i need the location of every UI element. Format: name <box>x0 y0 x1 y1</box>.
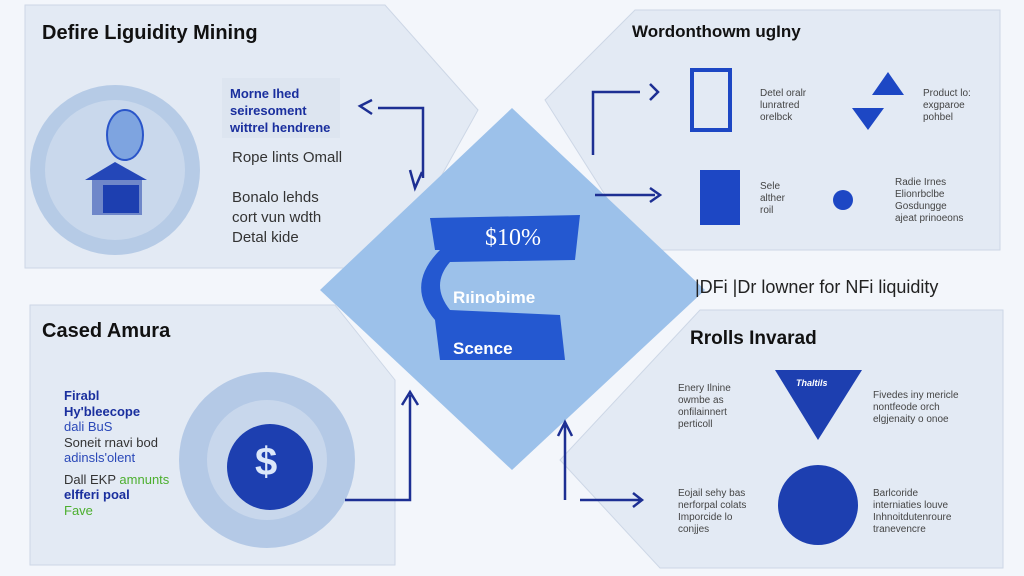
cloud-icon <box>106 109 144 161</box>
list-line: Dall EKP <box>64 471 116 487</box>
text-line: Enery Ilnine <box>678 383 731 394</box>
panel-bottom-right-bg <box>559 309 1004 569</box>
text-line: tranevencre <box>873 524 926 535</box>
text-line: cort vun wdth <box>232 209 322 226</box>
panel-title-liquidity-mining: Defire Liguidity Mining <box>42 22 258 44</box>
list-line: Soneit rnavi bod <box>64 434 158 450</box>
text-line: Inhnoitdutenroure <box>873 512 952 523</box>
vault-icon <box>700 170 740 225</box>
text-line: owmbe as <box>678 395 724 406</box>
text-line: Barlcoride <box>873 488 919 499</box>
text-line: Eojail sehy bas <box>678 488 746 499</box>
text-line: roil <box>760 205 774 216</box>
text-line: Radie Irnes <box>895 177 947 188</box>
panel-title-wordonthowm: Wordonthowm ugIny <box>632 22 801 41</box>
highlight-line: seiresoment <box>230 103 307 118</box>
center-diamond <box>320 108 705 470</box>
text-line: lunratred <box>760 100 800 111</box>
text-line: exgparoe <box>923 100 965 111</box>
list-line: dali BuS <box>64 419 113 434</box>
ribbon-value: $10% <box>485 225 541 251</box>
panel-top-right-bg <box>544 9 1001 251</box>
caption: |DFi |Dr lowner for NFi liquidity <box>695 277 939 297</box>
text-line: Bonalo lehds <box>232 189 319 206</box>
compass-icon <box>778 465 858 545</box>
list-line: Hy'bleecope <box>64 403 141 419</box>
house-roof-icon <box>85 162 147 180</box>
info-list: Firabl Hy'bleecope dali BuS Soneit rnavi… <box>64 388 169 518</box>
text-line: Sele <box>760 181 781 192</box>
ribbon-banner <box>421 215 580 360</box>
ribbon-label: Rıinobime <box>453 288 536 307</box>
panel-title-rrolls-invarad: Rrolls Invarad <box>690 328 817 349</box>
highlight-text: Morne Ihed seiresoment wittrel hendrene <box>230 85 330 136</box>
text-line: interniaties louve <box>873 500 949 511</box>
highlight-line: wittrel hendrene <box>230 120 331 135</box>
flow-arrows <box>345 83 663 508</box>
text-line: Product lo: <box>923 88 971 99</box>
text-line: ajeat prinoeons <box>895 213 964 224</box>
text-line: Rope lints Omall <box>232 149 343 166</box>
list-line-highlight: amnunts <box>119 471 170 487</box>
text-line: pohbel <box>923 112 954 123</box>
text-line: nerforpal colats <box>678 500 747 511</box>
dollar-coin-icon <box>227 424 313 510</box>
badge-label: Thaltils <box>796 378 828 388</box>
dollar-symbol: $ <box>255 440 278 484</box>
highlight-line: Morne Ihed <box>230 86 300 101</box>
text-line: Detal kide <box>232 229 299 246</box>
text-line: elgjenaity o onoe <box>873 414 949 425</box>
text-line: Gosdungge <box>895 201 947 212</box>
text-line: conjjes <box>678 524 710 535</box>
triangle-badge <box>775 370 862 440</box>
list-line: Firabl <box>64 388 100 403</box>
text-line: Elionrbclbe <box>895 189 945 200</box>
text-line: orelbck <box>760 112 793 123</box>
list-line: Fave <box>64 502 93 518</box>
text-block: Bonalo lehds cort vun wdth Detal kide <box>232 188 321 248</box>
text-line: nontfeode orch <box>873 402 940 413</box>
document-icon <box>690 68 732 132</box>
ribbon-label: Scence <box>453 339 513 358</box>
star-network-icon <box>833 190 853 210</box>
list-line: elfferi poal <box>64 487 130 502</box>
list-line: adinsls'olent <box>64 450 136 465</box>
text-line: Detel oralr <box>760 88 807 99</box>
exchange-arrows-icon <box>852 72 904 130</box>
text-line: alther <box>760 193 786 204</box>
panel-title-cased-amura: Cased Amura <box>42 320 171 342</box>
text-line: perticoll <box>678 419 713 430</box>
text-line: Fivedes iny mericle <box>873 390 959 401</box>
text-line: onfilainnert <box>678 407 727 418</box>
text-line: Imporcide lo <box>678 512 733 523</box>
